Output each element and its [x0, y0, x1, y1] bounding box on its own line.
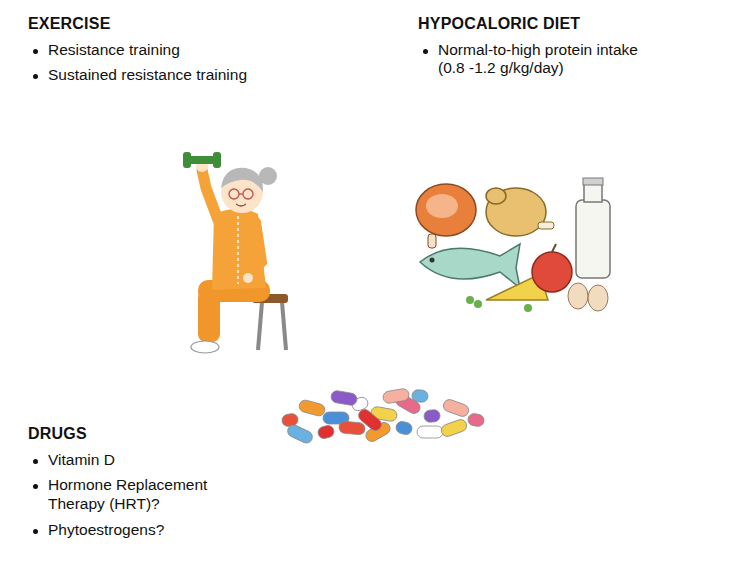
bullet-text: Normal-to-high protein intake (0.8 -1.2 … [438, 41, 646, 79]
pill [286, 423, 315, 445]
bullet-dot [33, 459, 38, 464]
pill [339, 421, 366, 435]
pill [467, 413, 485, 428]
pill [382, 388, 410, 404]
bullet-text: Phytoestrogens? [48, 521, 228, 540]
bullet-dot [33, 484, 38, 489]
bullet-text: Sustained resistance training [48, 66, 358, 85]
text-panel: EXERCISE Resistance trainingSustained res… [28, 14, 358, 85]
pills-illustration [281, 388, 485, 445]
bullet-text: Hormone Replacement Therapy (HRT)? [48, 476, 228, 514]
pill [317, 424, 336, 440]
circle-outline [232, 255, 522, 545]
bullet-text: Resistance training [48, 41, 358, 60]
group-heading: HYPOCALORIC DIET [418, 14, 646, 34]
pill [395, 420, 414, 436]
bullet-text: Vitamin D [48, 451, 228, 470]
pill [281, 413, 299, 428]
pill [417, 426, 443, 438]
group-heading: EXERCISE [28, 14, 358, 34]
pill [424, 409, 441, 422]
circle-node: DRUGSVitamin DHormone Replacement Therap… [232, 255, 522, 545]
pill [298, 399, 326, 417]
woman-figure [183, 152, 288, 353]
pill [356, 407, 384, 433]
bullet-dot [423, 49, 428, 54]
circle-node: EXERCISEResistance trainingSustained res… [105, 113, 379, 387]
pill [412, 389, 429, 402]
circle-node: HYPOCALORIC DIETNormal-to-high protein i… [354, 108, 638, 392]
circle-outline [354, 108, 638, 392]
bullet-dot [33, 49, 38, 54]
text-panel: HYPOCALORIC DIET Normal-to-high protein i… [418, 14, 646, 78]
text-panel: DRUGS Vitamin D Hormone Replacement Therap… [28, 424, 228, 540]
pill [440, 418, 469, 438]
food-illustration [416, 178, 610, 312]
group-heading: DRUGS [28, 424, 228, 444]
bullet-dot [33, 74, 38, 79]
pill [330, 390, 358, 406]
bullet-dot [33, 529, 38, 534]
circle-outline [105, 113, 379, 387]
pill [442, 398, 471, 418]
